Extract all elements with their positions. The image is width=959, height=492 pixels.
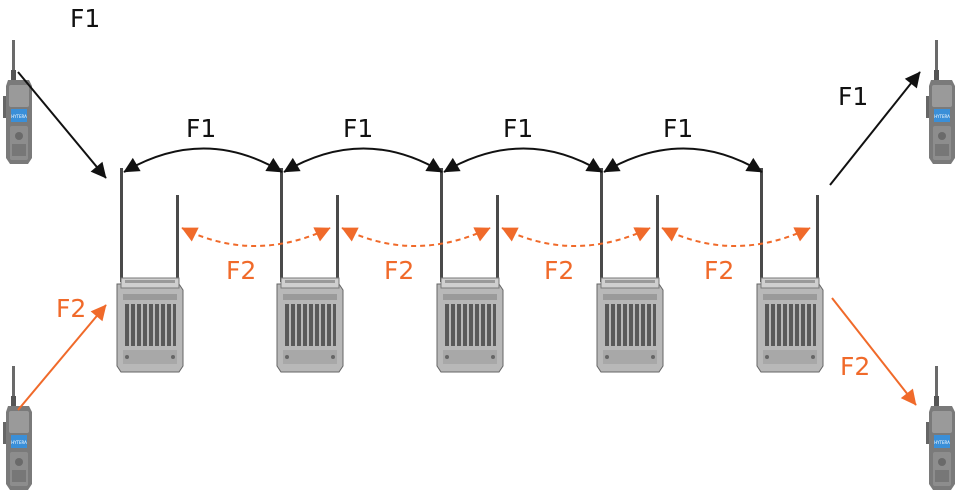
repeater-1 bbox=[116, 168, 184, 373]
f1-label-link-2: F1 bbox=[343, 114, 374, 143]
f2-link-1-arrow bbox=[181, 227, 331, 247]
f1-arrow-in bbox=[17, 71, 107, 179]
f1-link-2-arrow bbox=[283, 147, 443, 173]
radio-bottom-left-icon bbox=[3, 366, 32, 490]
f1-arrow-out bbox=[829, 71, 921, 186]
f2-label-link-3: F2 bbox=[544, 256, 575, 285]
radio-top-right-icon bbox=[926, 40, 955, 164]
f1-link-4-arrow bbox=[603, 147, 763, 173]
f1-link-3-arrow bbox=[443, 147, 603, 173]
f1-link-1-arrow bbox=[123, 147, 283, 173]
f2-label-link-1: F2 bbox=[226, 256, 257, 285]
f2-label-link-2: F2 bbox=[384, 256, 415, 285]
repeater-5 bbox=[756, 168, 824, 373]
repeater-3 bbox=[436, 168, 504, 373]
f2-link-4-arrow bbox=[661, 227, 811, 247]
f2-link-3-arrow bbox=[501, 227, 651, 247]
f2-arrow-out bbox=[831, 297, 917, 406]
f2-label-right: F2 bbox=[840, 352, 871, 381]
f1-label-top-left: F1 bbox=[70, 4, 101, 33]
f2-arrow-in bbox=[17, 304, 107, 411]
f1-label-right: F1 bbox=[838, 82, 869, 111]
f1-label-link-3: F1 bbox=[503, 114, 534, 143]
f2-label-left: F2 bbox=[56, 294, 87, 323]
repeater-4 bbox=[596, 168, 664, 373]
f2-link-2-arrow bbox=[341, 227, 491, 247]
f2-label-link-4: F2 bbox=[704, 256, 735, 285]
radio-bottom-right-icon bbox=[926, 366, 955, 490]
f1-label-link-1: F1 bbox=[186, 114, 217, 143]
repeater-2 bbox=[276, 168, 344, 373]
f1-label-link-4: F1 bbox=[663, 114, 694, 143]
radio-top-left-icon bbox=[3, 40, 32, 164]
